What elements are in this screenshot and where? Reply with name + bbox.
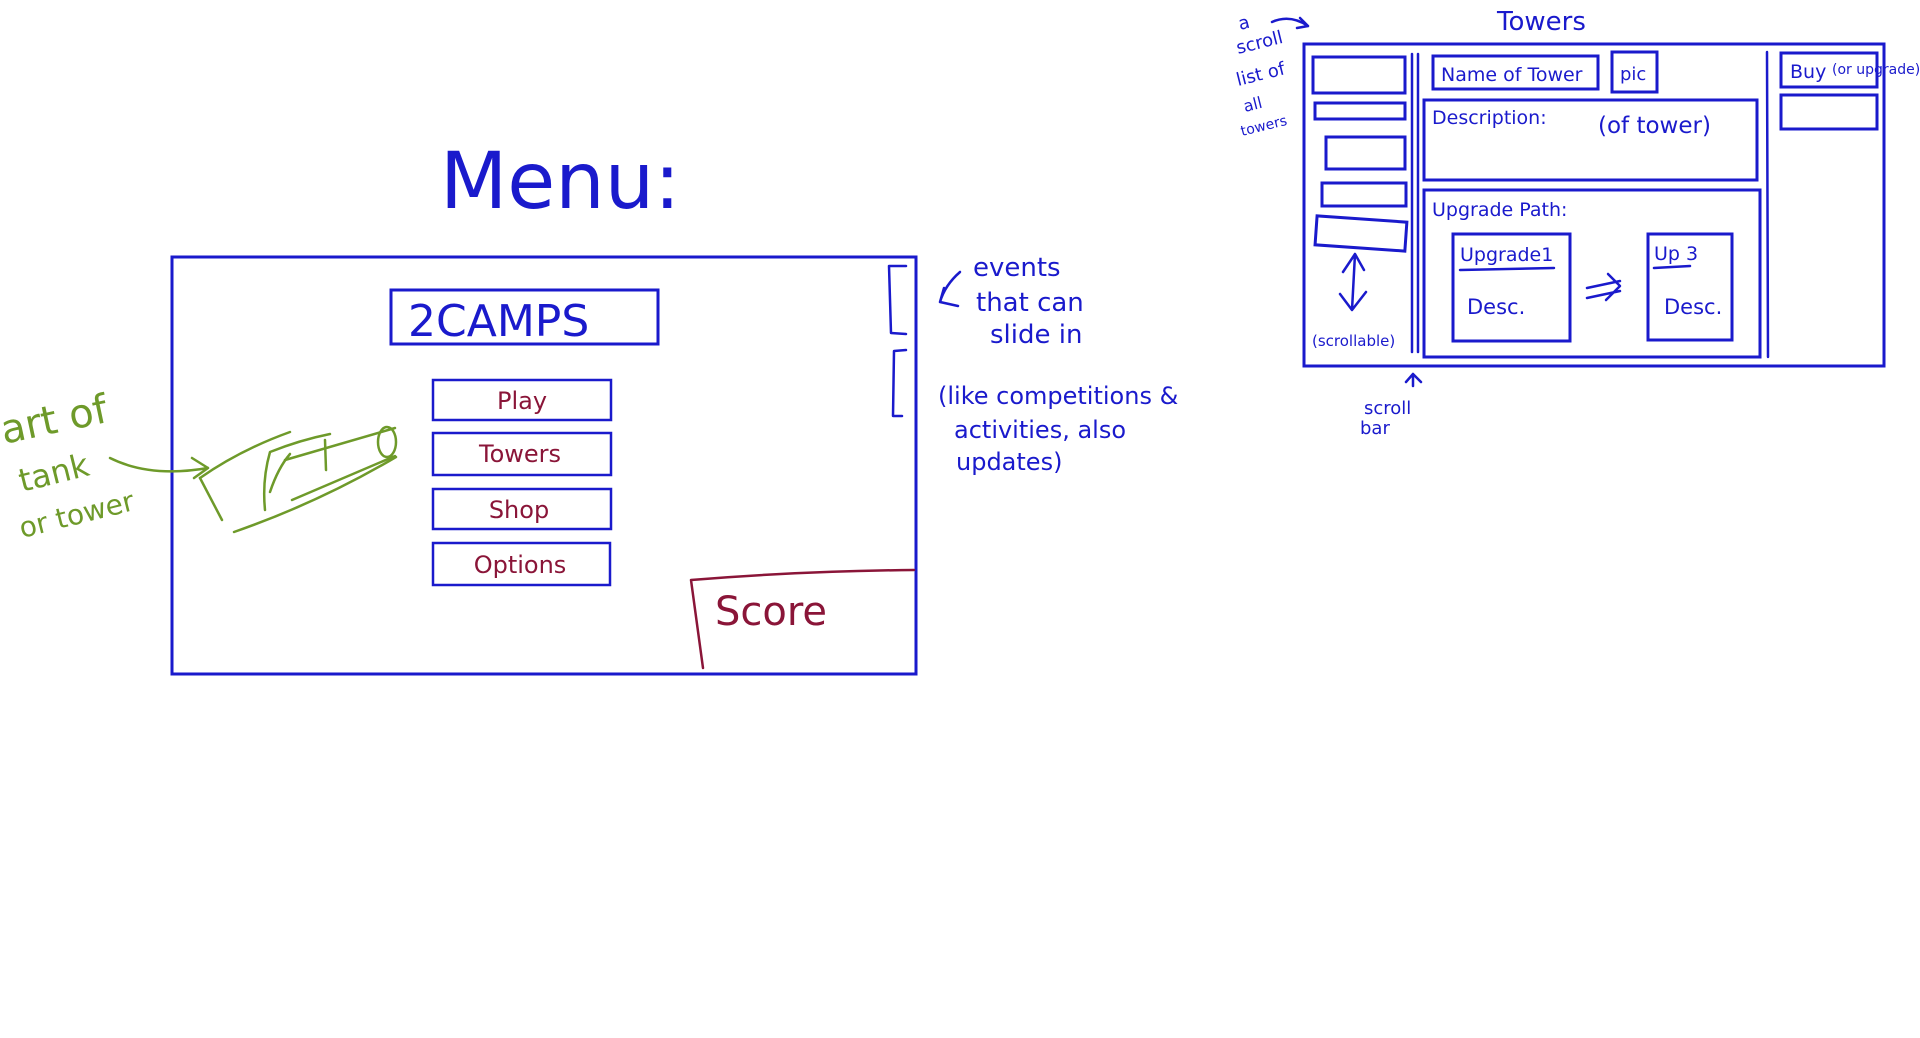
towers-button-label: Towers bbox=[478, 440, 561, 468]
scrollable-label: (scrollable) bbox=[1312, 332, 1395, 350]
upgrade-card-1-title: Upgrade1 bbox=[1460, 244, 1553, 266]
towers-heading: Towers bbox=[1496, 7, 1586, 37]
upgrade-card-1-desc: Desc. bbox=[1467, 295, 1525, 319]
upgrade-card-2[interactable]: Up 3 Desc. bbox=[1646, 232, 1734, 342]
upgrade-card-1-underline bbox=[1458, 266, 1556, 272]
events-note-line3: slide in bbox=[990, 320, 1082, 350]
description-note: (of tower) bbox=[1598, 113, 1711, 139]
play-button[interactable]: Play bbox=[431, 378, 613, 422]
event-slot-top bbox=[887, 264, 908, 336]
scroll-direction-icon bbox=[1338, 252, 1368, 312]
right-divider bbox=[1765, 50, 1770, 359]
score-label: Score bbox=[715, 589, 827, 635]
tank-art-sketch bbox=[198, 425, 398, 534]
scroll-list-note: a scroll list of all towers bbox=[1234, 12, 1310, 140]
events-example-line1: (like competitions & bbox=[938, 382, 1178, 410]
price-box bbox=[1779, 93, 1879, 131]
tower-list-item[interactable] bbox=[1313, 214, 1409, 253]
upgrade-card-frame bbox=[1451, 232, 1572, 343]
buy-button[interactable]: Buy (or upgrade) bbox=[1779, 51, 1920, 89]
game-title-box bbox=[389, 288, 660, 346]
menu-screen-frame bbox=[170, 255, 918, 676]
tower-list-item[interactable] bbox=[1313, 101, 1407, 121]
art-note-line2: tank bbox=[15, 446, 94, 500]
tower-list-item[interactable] bbox=[1311, 55, 1407, 95]
scroll-list-note-line3: list of bbox=[1234, 58, 1288, 91]
scroll-list-note-line4: all bbox=[1241, 93, 1264, 116]
buy-button-alt-label: (or upgrade) bbox=[1832, 62, 1920, 78]
buy-button-label: Buy bbox=[1790, 61, 1826, 83]
event-slot-bottom bbox=[891, 348, 908, 418]
events-note-line2: that can bbox=[976, 288, 1084, 318]
upgrade-arrow-icon bbox=[1585, 272, 1622, 302]
upgrade-path-box bbox=[1422, 188, 1762, 359]
game-title: 2CAMPS bbox=[408, 296, 589, 347]
description-box bbox=[1422, 98, 1759, 182]
shop-button-label: Shop bbox=[489, 496, 549, 524]
tower-name-box bbox=[1431, 54, 1600, 91]
events-example-line2: activities, also bbox=[954, 416, 1126, 444]
tower-pic-label: pic bbox=[1620, 64, 1646, 85]
options-button[interactable]: Options bbox=[431, 541, 612, 587]
scrollbar[interactable] bbox=[1410, 52, 1420, 354]
upgrade-card-2-underline bbox=[1652, 264, 1692, 270]
options-button-label: Options bbox=[474, 551, 567, 579]
art-arrow bbox=[108, 456, 210, 480]
tower-name-label: Name of Tower bbox=[1441, 64, 1583, 86]
score-panel bbox=[689, 568, 916, 670]
play-button-label: Play bbox=[497, 387, 547, 415]
menu-heading: Menu: bbox=[440, 137, 680, 227]
events-note-line1: events bbox=[973, 253, 1061, 283]
tower-list-item[interactable] bbox=[1324, 135, 1407, 171]
description-label: Description: bbox=[1432, 107, 1547, 129]
events-example-line3: updates) bbox=[956, 448, 1062, 476]
tower-list-item[interactable] bbox=[1320, 181, 1408, 208]
upgrade-card-frame bbox=[1646, 232, 1734, 342]
tower-list[interactable]: (scrollable) bbox=[1311, 55, 1409, 350]
scrollbar-arrow bbox=[1404, 372, 1423, 388]
upgrade-card-2-title: Up 3 bbox=[1654, 243, 1698, 265]
art-note-line1: art of bbox=[0, 386, 113, 454]
upgrade-path-label: Upgrade Path: bbox=[1432, 199, 1567, 221]
tower-pic-box bbox=[1610, 50, 1659, 94]
scrollbar-note-line1: scroll bbox=[1364, 398, 1411, 419]
scrollbar-note-line2: bar bbox=[1360, 418, 1390, 439]
towers-screen-frame bbox=[1302, 42, 1886, 368]
events-arrow bbox=[938, 270, 962, 308]
upgrade-card-2-desc: Desc. bbox=[1664, 295, 1722, 319]
scroll-list-note-line5: towers bbox=[1239, 113, 1289, 140]
buy-button-frame bbox=[1779, 51, 1879, 89]
towers-button[interactable]: Towers bbox=[431, 431, 613, 477]
upgrade-card-1[interactable]: Upgrade1 Desc. bbox=[1451, 232, 1572, 343]
shop-button[interactable]: Shop bbox=[431, 487, 613, 531]
scroll-list-note-line1: a bbox=[1236, 12, 1252, 35]
